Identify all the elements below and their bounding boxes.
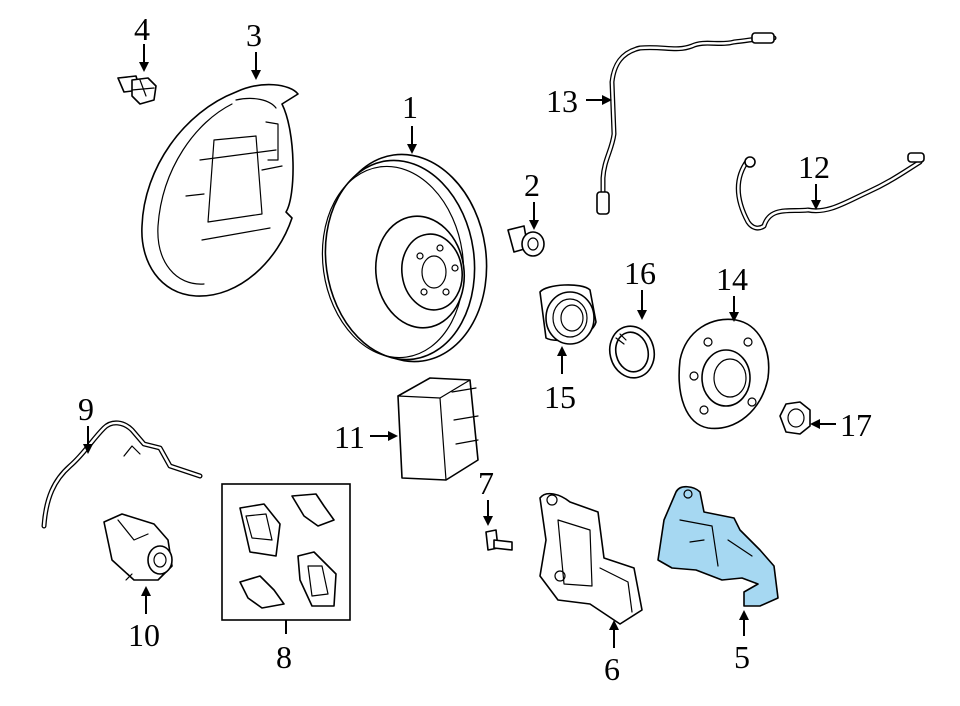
- callout-11: 11: [334, 419, 365, 455]
- bolt-4[interactable]: [117, 75, 157, 105]
- backing-plate[interactable]: [141, 83, 299, 297]
- wheel-hub[interactable]: [678, 318, 770, 430]
- callout-12: 12: [798, 149, 830, 185]
- control-module[interactable]: [397, 377, 479, 481]
- callout-2: 2: [524, 167, 540, 203]
- brake-wear-sensor-upper[interactable]: [596, 32, 777, 215]
- bolt-2[interactable]: [507, 225, 545, 257]
- caliper-bracket[interactable]: [539, 492, 643, 625]
- wear-sensor-left[interactable]: [41, 420, 203, 529]
- callouts: 3 4 1 2 13 12 16 14 15 17 11 9 10 8 7 6: [78, 11, 872, 687]
- snap-ring[interactable]: [604, 321, 659, 382]
- callout-4: 4: [134, 11, 150, 47]
- callout-6: 6: [604, 651, 620, 687]
- parking-brake-motor[interactable]: [103, 513, 173, 581]
- callout-16: 16: [624, 255, 656, 291]
- wheel-bearing[interactable]: [539, 284, 597, 345]
- callout-17: 17: [840, 407, 872, 443]
- callout-14: 14: [716, 261, 748, 297]
- axle-nut[interactable]: [779, 401, 811, 435]
- callout-5: 5: [734, 639, 750, 675]
- callout-15: 15: [544, 379, 576, 415]
- callout-3: 3: [246, 17, 262, 53]
- callout-9: 9: [78, 391, 94, 427]
- brake-caliper-highlighted[interactable]: [657, 485, 779, 607]
- callout-13: 13: [546, 83, 578, 119]
- brake-wear-sensor-right[interactable]: [735, 152, 925, 231]
- brake-pad-kit[interactable]: [221, 483, 351, 621]
- callout-8: 8: [276, 639, 292, 675]
- callout-1: 1: [402, 89, 418, 125]
- bolt-7[interactable]: [485, 529, 513, 551]
- callout-7: 7: [478, 465, 494, 501]
- brake-rotor[interactable]: [310, 144, 499, 372]
- callout-10: 10: [128, 617, 160, 653]
